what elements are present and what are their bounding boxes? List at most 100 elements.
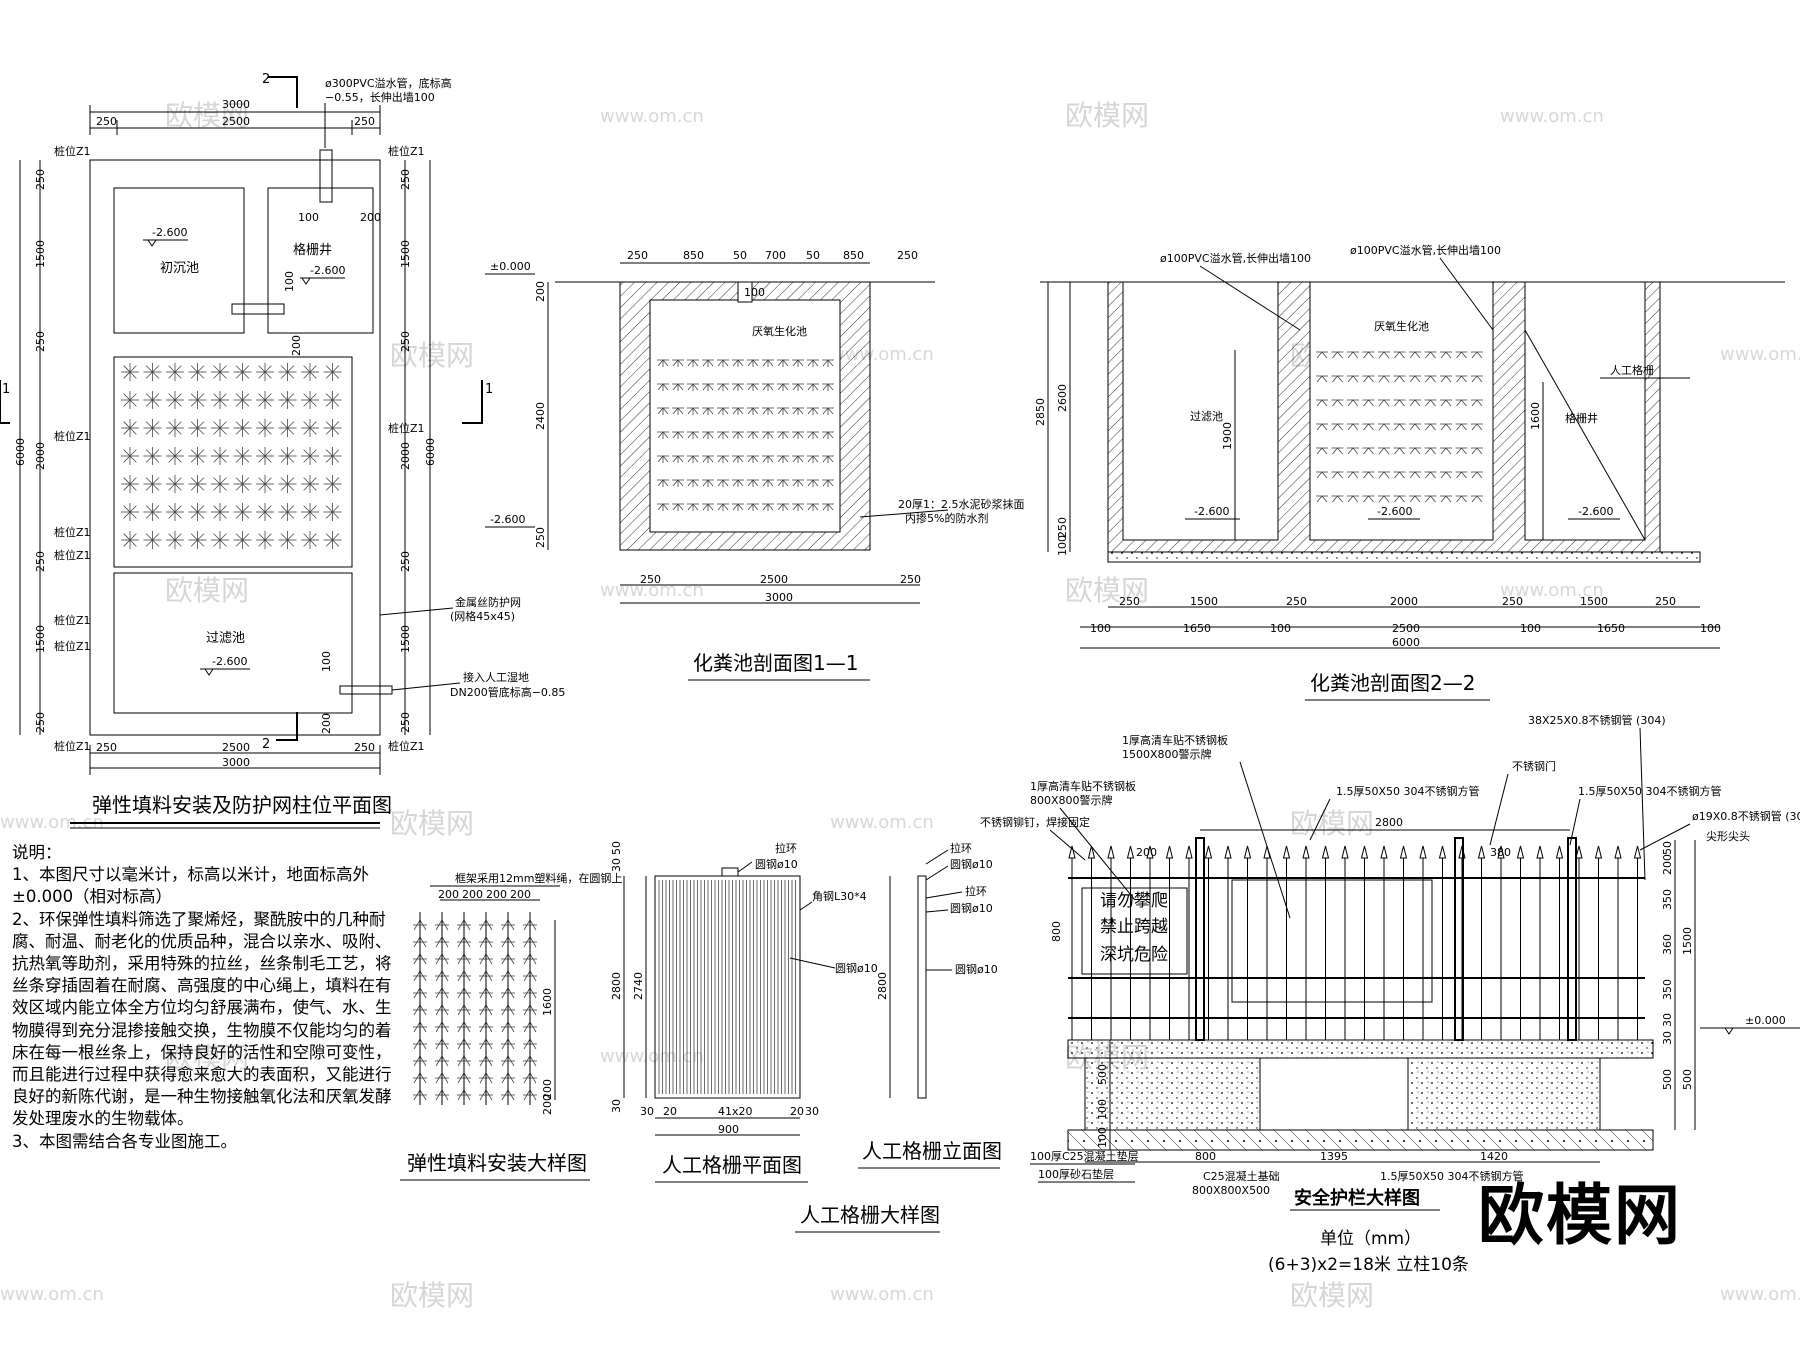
- filler-tuft: [687, 407, 699, 415]
- filler-star: [323, 503, 342, 521]
- svg-text:500: 500: [1661, 1069, 1674, 1090]
- svg-text:厌氧生化池: 厌氧生化池: [752, 324, 807, 338]
- filler-tuft: [747, 407, 759, 415]
- filler-tuft: [732, 431, 744, 439]
- drawing-title: 人工格栅立面图: [862, 1139, 1002, 1163]
- filler-tuft: [807, 503, 819, 511]
- filler-tuft: [717, 503, 729, 511]
- svg-text:200: 200: [360, 211, 381, 224]
- filler-tuft: [792, 431, 804, 439]
- filler-tuft: [1378, 495, 1390, 503]
- svg-text:41x20: 41x20: [718, 1105, 753, 1118]
- filler-tuft: [1393, 351, 1406, 359]
- svg-text:100: 100: [283, 271, 296, 292]
- filler-tuft: [1316, 495, 1328, 503]
- svg-text:禁止跨越: 禁止跨越: [1100, 917, 1168, 937]
- filler-star: [323, 475, 342, 493]
- svg-text:尖形尖头: 尖形尖头: [1706, 830, 1750, 843]
- filler-tuft: [792, 479, 804, 487]
- svg-text:250: 250: [900, 573, 921, 586]
- filler-star: [166, 531, 184, 549]
- svg-text:深坑危险: 深坑危险: [1100, 945, 1168, 965]
- svg-text:250: 250: [399, 169, 412, 190]
- filler-star: [233, 503, 252, 521]
- filler-tuft: [1455, 375, 1468, 383]
- watermark-url: www.om.cn: [1720, 1284, 1800, 1305]
- svg-text:1500: 1500: [399, 625, 412, 653]
- svg-text:2800: 2800: [876, 972, 889, 1000]
- filler-star: [278, 531, 297, 549]
- watermark: 欧模网: [1290, 1279, 1374, 1312]
- filler-tuft: [687, 359, 699, 367]
- svg-text:850: 850: [843, 249, 864, 262]
- column-label: 桩位Z1: [388, 144, 425, 158]
- filler-tuft: [1316, 471, 1328, 479]
- svg-text:-2.600: -2.600: [1377, 505, 1412, 518]
- filler-star: [278, 447, 297, 465]
- filler-star: [166, 419, 184, 437]
- filler-tuft: [777, 479, 789, 487]
- svg-text:100: 100: [320, 651, 333, 672]
- filler-tuft: [1424, 447, 1437, 455]
- filler-star: [143, 363, 162, 381]
- filler-tuft: [1440, 447, 1452, 455]
- svg-text:1500: 1500: [1190, 595, 1218, 608]
- svg-text:2500: 2500: [760, 573, 788, 586]
- svg-text:200: 200: [510, 888, 531, 901]
- svg-text:500: 500: [1681, 1069, 1694, 1090]
- watermark-url: www.om.cn: [830, 1284, 934, 1305]
- filler-tuft: [777, 503, 789, 511]
- column-label: 桩位Z1: [388, 739, 425, 753]
- svg-text:1500: 1500: [399, 240, 412, 268]
- filler-tuft: [1455, 351, 1468, 359]
- filler-tuft: [822, 455, 834, 463]
- filler-star: [233, 419, 252, 437]
- filler-tuft: [1409, 471, 1421, 479]
- filler-tuft: [657, 455, 669, 463]
- svg-text:1.5厚50X50 304不锈钢方管: 1.5厚50X50 304不锈钢方管: [1380, 1169, 1524, 1183]
- filler-star: [166, 447, 184, 465]
- filler-tuft: [1440, 351, 1452, 359]
- filler-star: [278, 391, 297, 409]
- filler-star: [188, 363, 207, 381]
- svg-text:1600: 1600: [541, 988, 554, 1016]
- filler-tuft: [747, 479, 759, 487]
- filler-tuft: [1331, 399, 1344, 407]
- filler-tuft: [1424, 495, 1437, 503]
- svg-text:2400: 2400: [534, 402, 547, 430]
- filler-star: [121, 363, 139, 381]
- filler-tuft: [1393, 495, 1406, 503]
- filler-tuft: [807, 455, 819, 463]
- filler-tuft: [792, 455, 804, 463]
- filler-tuft: [807, 479, 819, 487]
- dim-label: 3000: [222, 98, 250, 111]
- filler-star: [256, 391, 274, 409]
- filler-tuft: [687, 503, 699, 511]
- filler-star: [188, 419, 207, 437]
- column-label: 桩位Z1: [54, 429, 91, 443]
- filler-tuft: [1424, 399, 1437, 407]
- filler-tuft: [747, 503, 759, 511]
- svg-text:拉环: 拉环: [775, 841, 797, 855]
- svg-text:30: 30: [1661, 1013, 1674, 1027]
- svg-text:100: 100: [1096, 1099, 1109, 1120]
- filler-tuft: [1409, 375, 1421, 383]
- svg-text:6000: 6000: [14, 438, 27, 466]
- drawing-title: 弹性填料安装及防护网柱位平面图: [92, 793, 392, 817]
- svg-text:2800: 2800: [610, 972, 623, 1000]
- filler-tuft: [702, 455, 714, 463]
- svg-text:(6+3)x2=18米 立柱10条: (6+3)x2=18米 立柱10条: [1268, 1255, 1469, 1275]
- filler-tuft: [672, 431, 684, 439]
- filler-tuft: [1393, 471, 1406, 479]
- svg-text:250: 250: [34, 331, 47, 352]
- svg-text:2500: 2500: [1392, 622, 1420, 635]
- filler-tuft: [702, 383, 714, 391]
- svg-text:1500: 1500: [34, 240, 47, 268]
- filler-tuft: [687, 455, 699, 463]
- svg-text:200: 200: [320, 713, 333, 734]
- svg-text:30: 30: [1661, 1031, 1674, 1045]
- filler-tuft: [687, 479, 699, 487]
- filler-star: [256, 447, 274, 465]
- filler-tuft: [1347, 471, 1359, 479]
